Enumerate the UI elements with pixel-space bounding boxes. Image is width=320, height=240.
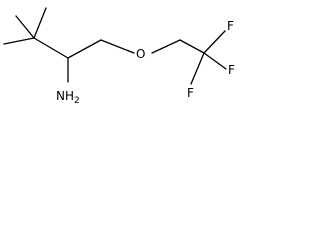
structural-formula: NH2 O F F F: [3, 7, 235, 106]
fluorine-label-right: F: [228, 63, 235, 77]
bond-ch2-to-cf3: [179, 39, 205, 54]
bond-methyl-left: [3, 37, 35, 45]
bond-methyl-upper-left: [15, 15, 35, 39]
bond-cf3-to-f-bottom: [190, 52, 205, 85]
bond-cf3-to-f-top: [203, 30, 226, 54]
fluorine-label-top: F: [227, 19, 234, 33]
oxygen-label: O: [136, 47, 145, 61]
bond-quaternary-to-ch: [33, 37, 69, 59]
bond-ch2-to-oxygen: [100, 39, 135, 54]
fluorine-label-bottom: F: [187, 86, 194, 100]
bond-methyl-upper-right: [33, 7, 47, 39]
bond-ch-to-ch2: [67, 39, 102, 59]
bond-oxygen-to-ch2: [151, 39, 181, 54]
amine-label: NH2: [56, 89, 80, 106]
bond-cf3-to-f-right: [203, 52, 227, 70]
